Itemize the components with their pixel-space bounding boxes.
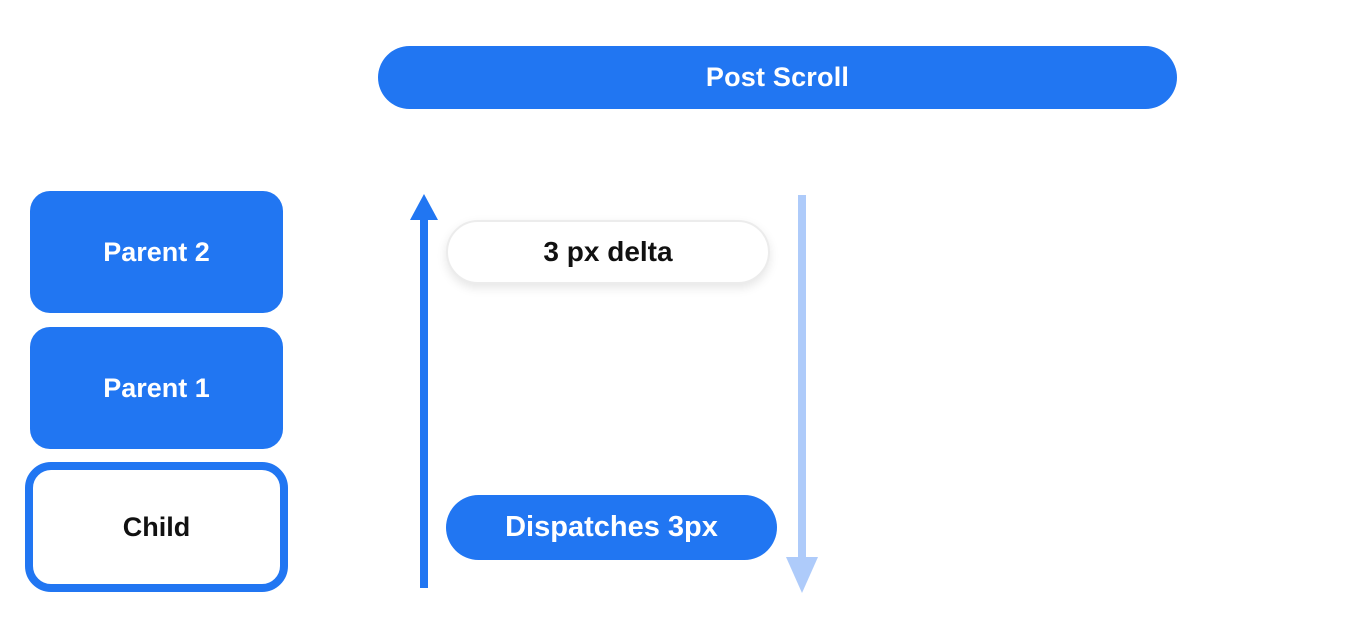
down-arrowhead xyxy=(786,557,818,593)
delta-pill: 3 px delta xyxy=(446,220,770,284)
down-arrow-line xyxy=(798,195,806,559)
box-child: Child xyxy=(25,462,288,592)
scroll-up-arrow xyxy=(410,194,438,588)
post-scroll-banner: Post Scroll xyxy=(378,46,1177,109)
scroll-down-arrow xyxy=(786,195,818,593)
box-parent-2: Parent 2 xyxy=(30,191,283,313)
box-parent-1: Parent 1 xyxy=(30,327,283,449)
dispatch-pill: Dispatches 3px xyxy=(446,495,777,560)
up-arrowhead xyxy=(410,194,438,220)
up-arrow-line xyxy=(420,214,428,588)
